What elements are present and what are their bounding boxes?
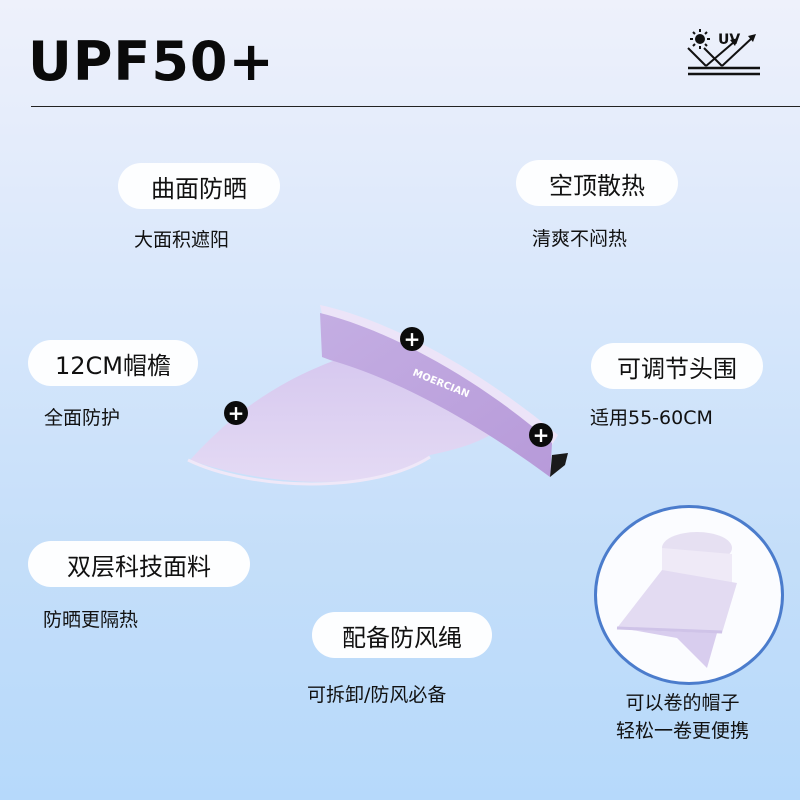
feature-double-layer-label: 双层科技面料 <box>28 541 250 587</box>
page-title: UPF50+ <box>28 30 275 93</box>
rollup-caption-line1: 可以卷的帽子 <box>625 692 740 714</box>
rollup-caption-line2: 轻松一卷更便携 <box>615 720 749 742</box>
rollup-inset-image <box>594 505 784 685</box>
sun-visor-product-image: MOERCIAN + + + <box>180 285 580 515</box>
feature-brim-length-label: 12CM帽檐 <box>28 340 198 386</box>
uv-reflection-icon: UV <box>686 28 762 78</box>
hotspot-adjuster[interactable]: + <box>529 423 553 447</box>
feature-windproof-cord-label: 配备防风绳 <box>312 612 492 658</box>
feature-adjustable-size-desc: 适用55-60CM <box>590 407 713 429</box>
feature-open-top-desc: 清爽不闷热 <box>532 228 628 250</box>
feature-curved-sunshade-label: 曲面防晒 <box>118 163 280 209</box>
title-divider <box>31 106 800 107</box>
hotspot-band-top[interactable]: + <box>400 327 424 351</box>
feature-open-top-label: 空顶散热 <box>516 160 678 206</box>
hotspot-brim[interactable]: + <box>224 401 248 425</box>
feature-curved-sunshade-desc: 大面积遮阳 <box>134 229 230 251</box>
feature-windproof-cord-desc: 可拆卸/防风必备 <box>307 684 447 706</box>
feature-brim-length-desc: 全面防护 <box>44 407 121 429</box>
feature-adjustable-size-label: 可调节头围 <box>591 343 763 389</box>
feature-double-layer-desc: 防晒更隔热 <box>43 609 139 631</box>
